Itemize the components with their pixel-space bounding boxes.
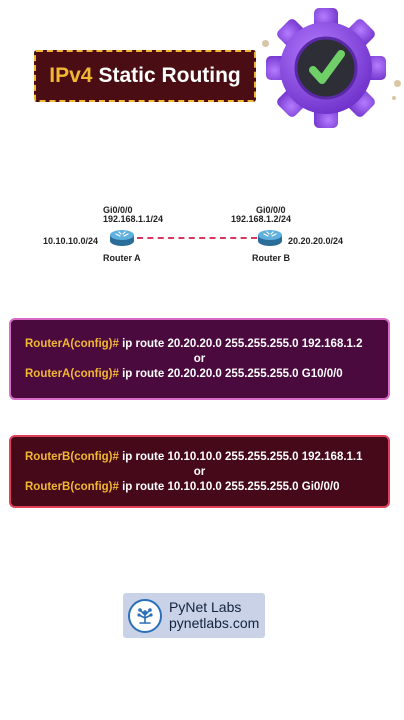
title-banner: IPv4 Static Routing	[34, 50, 256, 102]
logo-text: PyNet Labs pynetlabs.com	[169, 599, 259, 631]
router-b-label: Router B	[252, 253, 290, 263]
title-text: Static Routing	[98, 64, 241, 87]
command-line: RouterA(config)# ip route 20.20.20.0 255…	[25, 336, 388, 352]
router-b-interface: Gi0/0/0	[256, 205, 286, 215]
or-separator: or	[193, 465, 206, 478]
command-text: ip route 10.10.10.0 255.255.255.0 192.16…	[118, 450, 363, 463]
router-a-label: Router A	[103, 253, 141, 263]
network-tree-icon	[137, 608, 153, 624]
command-line: RouterB(config)# ip route 10.10.10.0 255…	[25, 449, 388, 465]
router-a-ip: 192.168.1.1/24	[103, 214, 164, 224]
title-accent: IPv4	[49, 64, 93, 87]
router-a-lan: 10.10.10.0/24	[43, 236, 99, 246]
gear-check-icon	[266, 8, 386, 128]
router-a-commands: RouterA(config)# ip route 20.20.20.0 255…	[9, 318, 390, 400]
command-text: ip route 20.20.20.0 255.255.255.0 G10/0/…	[118, 368, 343, 380]
pynet-labs-logo: PyNet Labs pynetlabs.com	[123, 593, 265, 638]
router-a-interface: Gi0/0/0	[103, 205, 133, 215]
command-prompt: RouterA(config)#	[25, 338, 119, 350]
or-separator: or	[193, 353, 206, 365]
decor-dot	[392, 96, 396, 100]
logo-emblem	[128, 599, 162, 633]
router-b-lan: 20.20.20.0/24	[288, 236, 344, 246]
router-a-icon	[110, 230, 134, 246]
command-text: ip route 20.20.20.0 255.255.255.0 192.16…	[118, 338, 363, 350]
command-line: RouterB(config)# ip route 10.10.10.0 255…	[25, 479, 388, 495]
router-b-ip: 192.168.1.2/24	[231, 214, 292, 224]
router-link	[137, 237, 257, 239]
command-text: ip route 10.10.10.0 255.255.255.0 Gi0/0/…	[118, 480, 340, 493]
command-prompt: RouterB(config)#	[25, 450, 119, 463]
command-prompt: RouterB(config)#	[25, 480, 119, 493]
logo-url: pynetlabs.com	[169, 615, 260, 631]
decor-dot	[262, 40, 269, 47]
command-prompt: RouterA(config)#	[25, 368, 119, 380]
router-b-commands: RouterB(config)# ip route 10.10.10.0 255…	[9, 435, 390, 508]
decor-dot	[394, 80, 401, 87]
command-line: RouterA(config)# ip route 20.20.20.0 255…	[25, 366, 388, 382]
logo-name: PyNet Labs	[169, 599, 242, 615]
router-b-icon	[258, 230, 282, 246]
